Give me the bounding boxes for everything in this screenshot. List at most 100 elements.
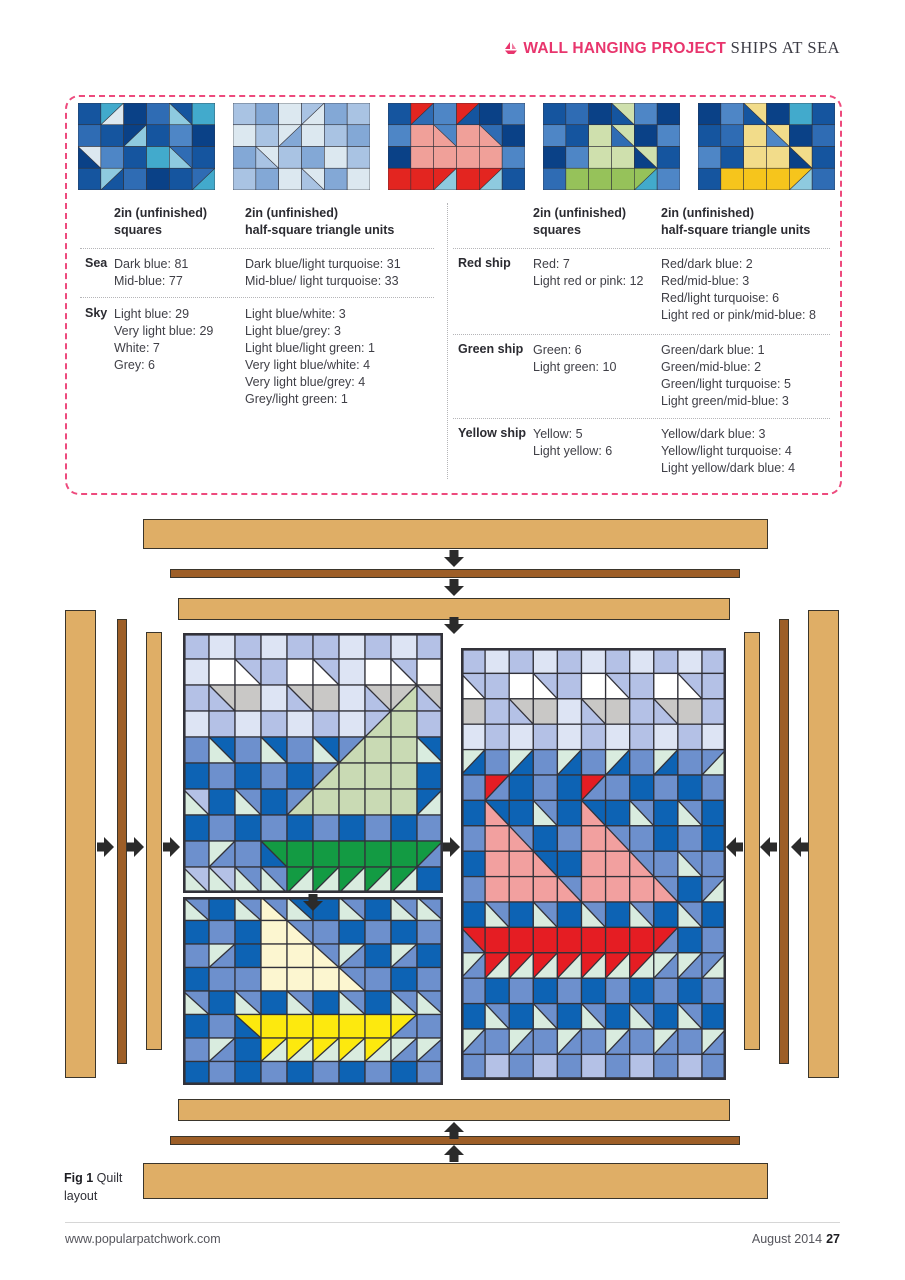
quilt-cell	[234, 658, 262, 686]
quilt-cell	[286, 840, 314, 868]
quilt-cell	[338, 943, 366, 969]
quilt-cell	[416, 866, 444, 894]
quilt-cell	[460, 850, 486, 878]
quilt-cell	[346, 124, 371, 147]
quilt-cell	[338, 736, 366, 764]
quilt-cell	[629, 774, 655, 802]
quilt-cell	[364, 788, 392, 816]
quilt-cell	[338, 658, 366, 686]
green-ship-hst: Green/dark blue: 1 Green/mid-blue: 2 Gre…	[661, 343, 791, 408]
quilt-cell	[312, 1060, 340, 1086]
quilt-cell	[501, 102, 526, 126]
quilt-cell	[338, 684, 366, 712]
sea-squares: Dark blue: 81 Mid-blue: 77	[114, 257, 189, 288]
sky-squares: Light blue: 29 Very light blue: 29 White…	[114, 307, 214, 372]
quilt-cell	[604, 875, 631, 903]
quilt-cell	[312, 736, 340, 764]
quilt-cell	[433, 124, 457, 147]
quilt-cell	[629, 1002, 655, 1030]
red-ship-block	[460, 647, 727, 1081]
assembly-arrow-down-icon	[437, 542, 471, 576]
quilt-cell	[324, 146, 348, 169]
quilt-cell	[656, 146, 681, 169]
quilt-cell	[743, 146, 767, 169]
quilt-cell	[234, 866, 262, 894]
quilt-cell	[416, 814, 444, 842]
quilt-cell	[338, 990, 366, 1016]
quilt-cell	[460, 901, 486, 929]
quilt-cell	[508, 977, 534, 1005]
quilt-cell	[260, 966, 288, 992]
quilt-cell	[556, 723, 583, 751]
figure-caption: Fig 1 Quilt layout	[64, 1169, 128, 1205]
quilt-cell	[580, 1002, 607, 1030]
quilt-cell	[346, 146, 371, 169]
table-divider	[453, 418, 830, 419]
quilt-cell	[312, 990, 340, 1016]
quilt-cell	[260, 896, 288, 922]
quilt-cell	[508, 1028, 534, 1056]
quilt-cell	[677, 799, 703, 827]
quilt-cell	[312, 1013, 340, 1039]
quilt-cell	[701, 748, 727, 776]
quilt-cell	[255, 167, 279, 191]
quilt-cell	[338, 866, 366, 894]
quilt-cell	[390, 1060, 418, 1086]
quilt-cell	[766, 124, 790, 147]
quilt-cell	[191, 167, 216, 191]
assembly-arrow-left-icon	[751, 830, 785, 864]
quilt-cell	[811, 102, 836, 126]
quilt-cell	[588, 124, 612, 147]
quilt-cell	[532, 952, 559, 979]
quilt-cell	[811, 146, 836, 169]
quilt-cell	[346, 102, 371, 126]
quilt-cell	[532, 901, 559, 929]
quilt-cell	[208, 814, 236, 842]
quilt-cell	[338, 919, 366, 945]
quilt-cell	[484, 799, 510, 827]
quilt-cell	[123, 124, 147, 147]
quilt-cell	[604, 799, 631, 827]
quilt-cell	[484, 723, 510, 751]
quilt-cell	[312, 684, 340, 712]
quilt-cell	[286, 966, 314, 992]
quilt-cell	[234, 966, 262, 992]
quilt-cell	[260, 943, 288, 969]
quilt-cell	[653, 850, 679, 878]
quilt-cell	[312, 966, 340, 992]
quilt-cell	[484, 952, 510, 979]
quilt-cell	[556, 672, 583, 700]
top-sashing-strip	[170, 569, 740, 578]
quilt-cell	[604, 952, 631, 979]
quilt-cell	[416, 684, 444, 712]
quilt-cell	[701, 774, 727, 802]
sea-hst: Dark blue/light turquoise: 31 Mid-blue/ …	[245, 257, 401, 288]
quilt-cell	[542, 124, 567, 147]
quilt-cell	[390, 1037, 418, 1063]
quilt-cell	[338, 788, 366, 816]
quilt-cell	[77, 167, 102, 191]
quilt-cell	[556, 647, 583, 675]
quilt-cell	[501, 146, 526, 169]
quilt-cell	[234, 1037, 262, 1063]
quilt-cell	[286, 788, 314, 816]
quilt-cell	[653, 748, 679, 776]
quilt-cell	[208, 866, 236, 894]
quilt-cell	[653, 977, 679, 1005]
quilt-cell	[656, 124, 681, 147]
quilt-cell	[532, 748, 559, 776]
quilt-cell	[532, 698, 559, 725]
quilt-cell	[556, 1002, 583, 1030]
quilt-cell	[182, 840, 210, 868]
assembly-arrow-right-icon	[435, 830, 469, 864]
row-label-green-ship: Green ship	[458, 342, 524, 356]
quilt-cell	[234, 896, 262, 922]
quilt-cell	[416, 1037, 444, 1063]
quilt-cell	[604, 698, 631, 725]
quilt-cell	[286, 632, 314, 660]
quilt-cell	[532, 647, 559, 675]
quilt-cell	[508, 952, 534, 979]
quilt-cell	[460, 748, 486, 776]
quilt-cell	[501, 124, 526, 147]
quilt-cell	[182, 966, 210, 992]
